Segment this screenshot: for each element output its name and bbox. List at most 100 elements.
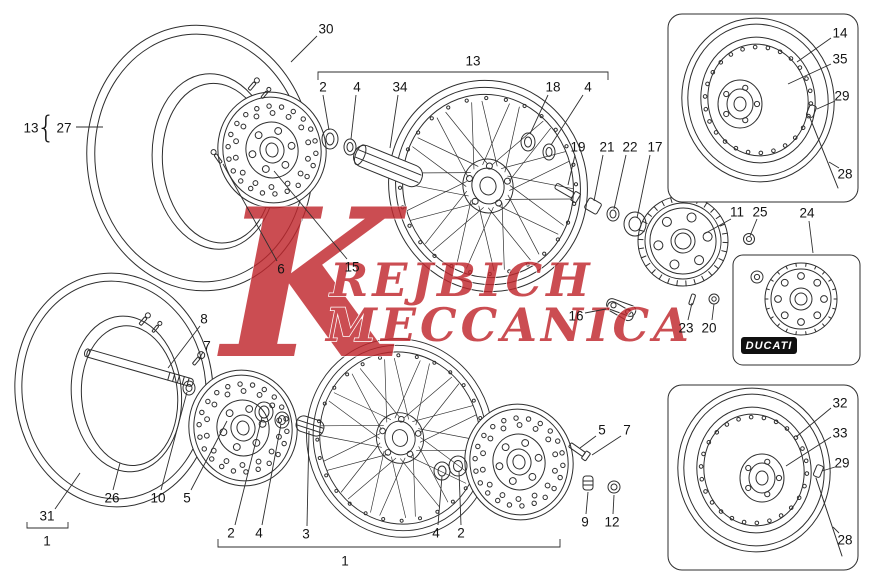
bracket-label-1: 1: [43, 534, 51, 549]
leader-line: [579, 435, 597, 449]
leader-line: [437, 475, 443, 526]
rear-right-brake-disc: [453, 393, 585, 531]
spoke-and-nipple-top: [805, 104, 839, 189]
leader-line: [290, 35, 318, 63]
disc-screw: [210, 149, 223, 164]
leader-line: [306, 430, 310, 527]
leader-line: [261, 423, 282, 526]
chain-link: [606, 298, 637, 322]
leader-line: [828, 161, 840, 169]
callout-29: 29: [834, 456, 849, 471]
leader-line: [198, 351, 204, 360]
leader-line: [687, 302, 693, 321]
leader-line: [796, 37, 832, 63]
callout-34: 34: [392, 80, 408, 95]
rear-axle-assembly: [83, 348, 325, 437]
callout-30: 30: [318, 22, 333, 37]
bracket-line: [26, 522, 69, 529]
leader-line: [808, 220, 814, 254]
callout-27: 27: [56, 121, 71, 136]
callout-23: 23: [678, 321, 693, 336]
diagram-linework: DUCATI: [14, 5, 861, 571]
leader-line: [54, 472, 81, 510]
leader-line: [222, 163, 278, 262]
leader-line: [795, 407, 832, 438]
leader-line: [711, 303, 715, 321]
leader-line: [112, 462, 121, 491]
callout-28: 28: [837, 167, 852, 182]
callout-2: 2: [319, 80, 327, 95]
callout-25: 25: [752, 205, 767, 220]
leader-line: [613, 154, 627, 210]
callout-4: 4: [353, 80, 361, 95]
bracket-line: [317, 71, 609, 80]
rear-tyre: [14, 272, 214, 508]
callout-4: 4: [432, 526, 440, 541]
callout-33: 33: [832, 426, 847, 441]
leader-line: [749, 218, 758, 237]
callout-14: 14: [832, 26, 848, 41]
leader-line: [832, 526, 840, 534]
callout-9: 9: [581, 515, 589, 530]
front-axle-parts: [520, 132, 647, 237]
leader-line: [167, 325, 201, 369]
leader-line: [234, 416, 263, 526]
leader-line: [160, 391, 188, 491]
group-brace: {: [36, 111, 55, 146]
callout-11: 11: [730, 205, 744, 220]
bracket-line: [217, 539, 561, 548]
leader-line: [787, 63, 832, 85]
callout-7: 7: [203, 339, 211, 354]
leader-line: [550, 94, 584, 146]
leader-line: [703, 218, 732, 235]
callout-2: 2: [457, 526, 465, 541]
leader-line: [273, 170, 348, 260]
leader-line: [821, 466, 836, 472]
leader-line: [190, 420, 228, 491]
front-spacer-group: [321, 128, 423, 188]
callout-16: 16: [568, 309, 583, 324]
callout-31: 31: [39, 509, 54, 524]
watermark-line1: REJBICH: [328, 253, 594, 307]
leader-line: [529, 94, 549, 135]
callout-32: 32: [832, 396, 847, 411]
valve-parts: [138, 77, 272, 333]
callout-4: 4: [584, 80, 592, 95]
ducati-logo: DUCATI: [746, 340, 793, 352]
sprocket-kit-box: DUCATI: [732, 254, 861, 366]
callout-19: 19: [570, 140, 585, 155]
spoke-and-nipple-bottom: [812, 464, 843, 557]
callout-3: 3: [302, 527, 310, 542]
callout-24: 24: [799, 206, 815, 221]
callout-15: 15: [344, 260, 359, 275]
leader-line: [612, 494, 615, 515]
callout-18: 18: [545, 80, 560, 95]
bracket-label-13: 13: [465, 54, 480, 69]
leader-line: [567, 154, 576, 186]
leader-line: [389, 94, 399, 149]
leader-line: [322, 94, 330, 131]
callout-13: 13: [23, 121, 38, 136]
callout-28: 28: [837, 533, 852, 548]
callout-5: 5: [598, 423, 606, 438]
watermark-letter: K: [217, 165, 407, 405]
callout-35: 35: [832, 52, 847, 67]
callout-22: 22: [622, 140, 637, 155]
callout-7: 7: [623, 423, 631, 438]
callout-8: 8: [200, 312, 208, 327]
leader-line: [636, 154, 651, 219]
rim-inset-bottom: [664, 375, 859, 571]
bracket-label-1: 1: [341, 554, 349, 569]
leader-line: [591, 435, 622, 456]
rear-sprocket: [637, 195, 729, 287]
static-labels: {: [36, 111, 55, 146]
leader-line: [816, 100, 836, 110]
leader-line: [593, 154, 604, 202]
leader-line: [585, 491, 589, 515]
callout-4: 4: [255, 526, 263, 541]
callout-10: 10: [150, 491, 165, 506]
leader-line: [458, 470, 462, 526]
